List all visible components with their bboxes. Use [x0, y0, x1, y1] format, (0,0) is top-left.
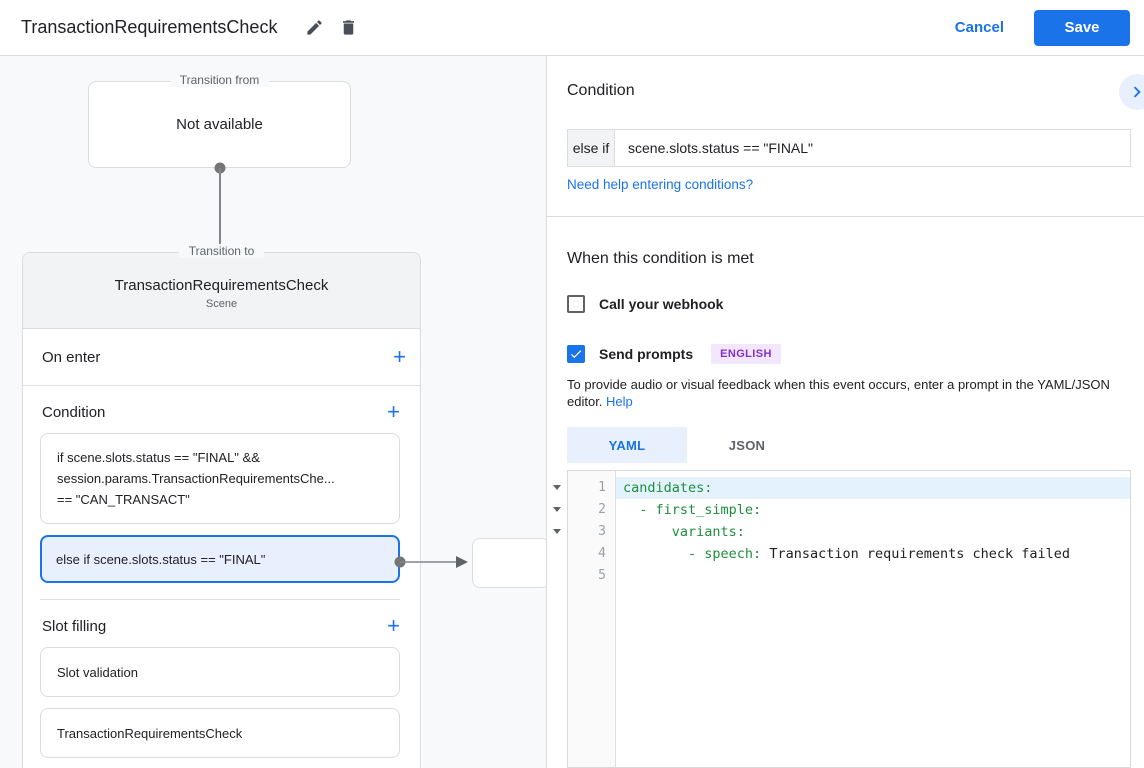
yaml-text: Transaction requirements check failed — [761, 546, 1071, 562]
code-line[interactable] — [616, 565, 1130, 587]
slot-card-transaction[interactable]: TransactionRequirementsCheck — [40, 708, 400, 758]
scene-card-header[interactable]: TransactionRequirementsCheck Scene — [23, 253, 420, 329]
section-divider — [40, 599, 400, 600]
editor-gutter: 1 2 3 4 5 — [568, 471, 616, 767]
prompts-description-text: To provide audio or visual feedback when… — [567, 377, 1110, 409]
condition-card-elseif-selected[interactable]: else if scene.slots.status == "FINAL" — [40, 535, 400, 583]
send-prompts-row[interactable]: Send prompts ENGLISH — [567, 344, 781, 364]
scene-graph-canvas: Transition from Not available Transition… — [0, 56, 546, 768]
add-slot-button[interactable]: + — [387, 613, 400, 638]
scene-type-label: Scene — [205, 298, 238, 310]
edit-name-button[interactable] — [297, 11, 331, 45]
line-number: 4 — [598, 546, 606, 561]
condition-input-row: else if — [567, 129, 1131, 167]
condition-expression-input[interactable] — [615, 129, 1131, 167]
condition-line: if scene.slots.status == "FINAL" && — [57, 450, 260, 465]
editor-format-tabs: YAML JSON — [567, 427, 807, 463]
line-number: 5 — [598, 568, 606, 583]
webhook-checkbox-unchecked[interactable] — [567, 295, 585, 313]
yaml-key: - speech: — [688, 546, 762, 562]
yaml-key: candidates: — [623, 480, 713, 496]
condition-detail-panel: Condition else if Need help entering con… — [546, 56, 1144, 768]
condition-section-label: Condition — [42, 403, 106, 421]
on-enter-label: On enter — [42, 348, 101, 366]
transition-to-node: Transition to TransactionRequirementsChe… — [22, 244, 421, 768]
yaml-key: - first_simple: — [639, 502, 762, 518]
conditions-help-link[interactable]: Need help entering conditions? — [567, 177, 754, 192]
topbar-actions: Cancel Save — [954, 9, 1130, 46]
add-condition-button[interactable]: + — [387, 399, 400, 424]
panel-divider — [547, 216, 1144, 217]
transition-from-value: Not available — [176, 116, 263, 133]
cancel-button[interactable]: Cancel — [954, 19, 1004, 36]
prompts-label: Send prompts — [599, 346, 694, 362]
slot-filling-label: Slot filling — [42, 617, 107, 635]
slot-card-text: Slot validation — [57, 664, 138, 680]
delete-scene-button[interactable] — [331, 11, 365, 45]
code-line[interactable]: - speech: Transaction requirements check… — [616, 543, 1130, 565]
prompts-help-link[interactable]: Help — [606, 393, 633, 409]
call-webhook-row[interactable]: Call your webhook — [567, 295, 723, 313]
prompts-description: To provide audio or visual feedback when… — [567, 377, 1129, 410]
add-on-enter-button[interactable]: + — [393, 344, 406, 369]
language-badge: ENGLISH — [711, 344, 781, 364]
yaml-text — [623, 502, 639, 518]
when-condition-met-heading: When this condition is met — [567, 250, 754, 267]
slot-card-text: TransactionRequirementsCheck — [57, 725, 243, 741]
condition-card-if[interactable]: if scene.slots.status == "FINAL" && sess… — [40, 433, 400, 524]
yaml-text — [623, 524, 672, 540]
tab-yaml[interactable]: YAML — [567, 427, 687, 463]
condition-prefix: else if — [567, 129, 615, 167]
trash-icon — [342, 20, 354, 35]
top-bar: TransactionRequirementsCheck Cancel Save — [0, 0, 1144, 56]
chevron-right-icon — [1133, 86, 1141, 98]
fold-arrow-icon[interactable] — [553, 506, 561, 512]
fold-column — [550, 476, 564, 586]
on-enter-row: On enter + — [23, 329, 420, 386]
page-title: TransactionRequirementsCheck — [21, 17, 278, 37]
yaml-text — [623, 546, 688, 562]
panel-heading: Condition — [567, 82, 635, 99]
code-line[interactable]: variants: — [616, 521, 1130, 543]
yaml-code-editor[interactable]: 1 2 3 4 5 candidates: - first_simple: varian… — [567, 470, 1131, 768]
fold-arrow-icon[interactable] — [553, 484, 561, 490]
webhook-label: Call your webhook — [599, 296, 724, 312]
condition-line: == "CAN_TRANSACT" — [57, 492, 190, 507]
code-line[interactable]: - first_simple: — [616, 499, 1130, 521]
slot-card-validation[interactable]: Slot validation — [40, 647, 400, 697]
slot-filling-section: Slot filling + Slot validation Transacti… — [23, 600, 420, 758]
line-number: 2 — [598, 502, 606, 517]
transition-to-label: Transition to — [178, 244, 265, 258]
transition-from-node: Transition from Not available — [88, 73, 351, 168]
code-line[interactable]: candidates: — [616, 477, 1130, 499]
transition-from-label: Transition from — [169, 73, 270, 87]
scene-name: TransactionRequirementsCheck — [114, 277, 329, 294]
transition-target-node[interactable] — [472, 538, 546, 588]
fold-arrow-icon[interactable] — [553, 528, 561, 534]
tab-json[interactable]: JSON — [728, 437, 766, 453]
editor-code[interactable]: candidates: - first_simple: variants: - … — [616, 471, 1130, 767]
prompts-checkbox-checked[interactable] — [567, 345, 585, 363]
condition-text: else if scene.slots.status == "FINAL" — [56, 551, 266, 567]
line-number: 1 — [598, 480, 606, 495]
yaml-key: variants: — [671, 524, 745, 540]
line-number: 3 — [598, 524, 606, 539]
checkmark-icon — [570, 350, 582, 359]
condition-section: Condition + if scene.slots.status == "FI… — [23, 386, 420, 600]
condition-line: session.params.TransactionRequirementsCh… — [57, 471, 335, 486]
condition-transition-arrow — [394, 556, 468, 568]
collapse-panel-button[interactable] — [1119, 74, 1144, 110]
pencil-icon — [307, 20, 322, 35]
save-button[interactable]: Save — [1034, 9, 1130, 46]
